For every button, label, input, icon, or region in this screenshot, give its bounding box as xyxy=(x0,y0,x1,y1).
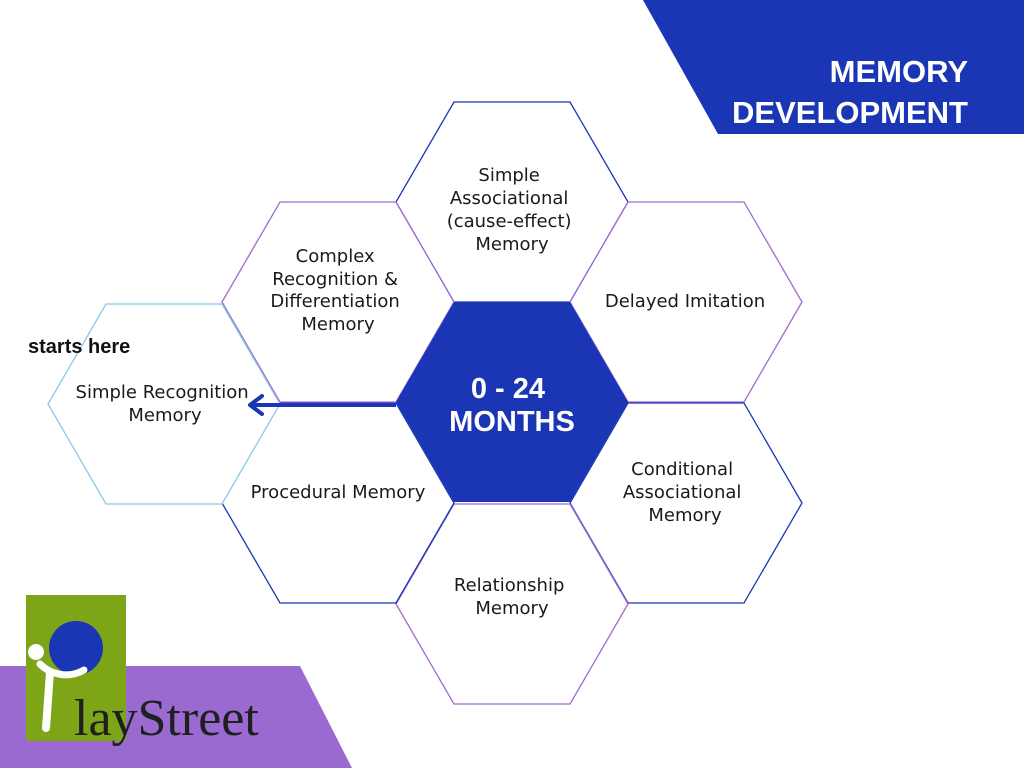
hex-simple-associational-label: Simple Associational (cause-effect) Memo… xyxy=(447,165,578,255)
title-line-2: DEVELOPMENT xyxy=(732,95,968,130)
hex-complex-recognition-label: Complex Recognition & Differentiation Me… xyxy=(270,246,405,335)
starts-here-label: starts here xyxy=(28,336,130,358)
playstreet-logo: layStreet xyxy=(26,595,259,747)
arrow-left-icon xyxy=(248,394,396,416)
hex-relationship xyxy=(395,503,629,705)
title-banner xyxy=(643,0,1024,134)
hex-simple-recognition-label: Simple Recognition Memory xyxy=(76,382,255,426)
hex-center xyxy=(396,302,628,502)
center-label: 0 - 24 MONTHS xyxy=(449,373,575,438)
hex-simple-recognition xyxy=(47,303,281,505)
title-line-1: MEMORY xyxy=(830,54,969,89)
hex-delayed-imitation-label: Delayed Imitation xyxy=(605,291,765,312)
hex-relationship-label: Relationship Memory xyxy=(454,575,570,619)
hex-conditional-associational xyxy=(569,402,803,604)
hex-conditional-associational-label: Conditional Associational Memory xyxy=(623,459,747,526)
hex-procedural-label: Procedural Memory xyxy=(251,482,426,503)
svg-text:layStreet: layStreet xyxy=(74,690,259,747)
